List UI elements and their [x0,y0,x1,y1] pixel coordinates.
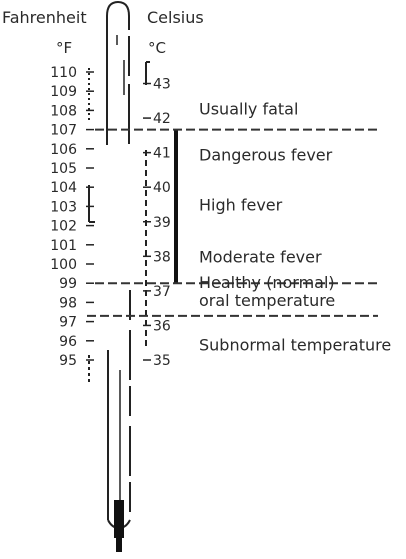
celsius-tick-label: 42 [153,111,171,127]
fahrenheit-tick-label: 95 [59,353,77,369]
fahrenheit-tick-label: 104 [50,180,77,196]
threshold-lines [87,128,378,317]
celsius-tick-label: 41 [153,146,171,162]
fahrenheit-tick-label: 103 [50,199,77,215]
fahrenheit-tick-label: 102 [50,219,77,235]
celsius-tick-label: 37 [153,284,171,300]
fahrenheit-tick-label: 97 [59,315,77,331]
zone-label: Moderate fever [199,247,322,266]
celsius-tick-label: 40 [153,180,171,196]
celsius-unit: °C [148,39,166,57]
fahrenheit-tick-label: 110 [50,65,77,81]
scale-markers [88,61,150,385]
fahrenheit-tick-label: 98 [59,295,77,311]
thermometer-bulb [114,500,124,552]
zone-label: Usually fatal [199,99,298,118]
fahrenheit-scale: 110 109 108 107 106 105 104 103 102 101 100 99 98 97 9… [50,65,94,369]
thermometer-tube [106,0,131,530]
fahrenheit-tick-label: 96 [59,334,77,350]
celsius-tick-label: 36 [153,318,171,334]
zone-label: Healthy (normal) [199,273,335,292]
fahrenheit-tick-label: 107 [50,123,77,139]
fahrenheit-unit: °F [56,39,72,57]
zone-label: Dangerous fever [199,146,333,165]
celsius-tick-label: 39 [153,215,171,231]
celsius-header: Celsius [147,8,204,27]
celsius-tick-label: 38 [153,249,171,265]
fahrenheit-tick-label: 109 [50,84,77,100]
zone-label: Subnormal temperature [199,336,391,355]
celsius-scale: 43 42 41 40 39 38 37 36 35 [143,77,171,369]
fahrenheit-tick-label: 106 [50,142,77,158]
fahrenheit-tick-label: 100 [50,257,77,273]
fahrenheit-tick-label: 99 [59,276,77,292]
fahrenheit-tick-label: 108 [50,103,77,119]
zone-label: oral temperature [199,291,335,310]
fahrenheit-header: Fahrenheit [2,8,87,27]
zone-label: High fever [199,195,283,214]
fahrenheit-tick-label: 101 [50,238,77,254]
fahrenheit-tick-label: 105 [50,161,77,177]
celsius-tick-label: 35 [153,353,171,369]
celsius-tick-label: 43 [153,77,171,93]
